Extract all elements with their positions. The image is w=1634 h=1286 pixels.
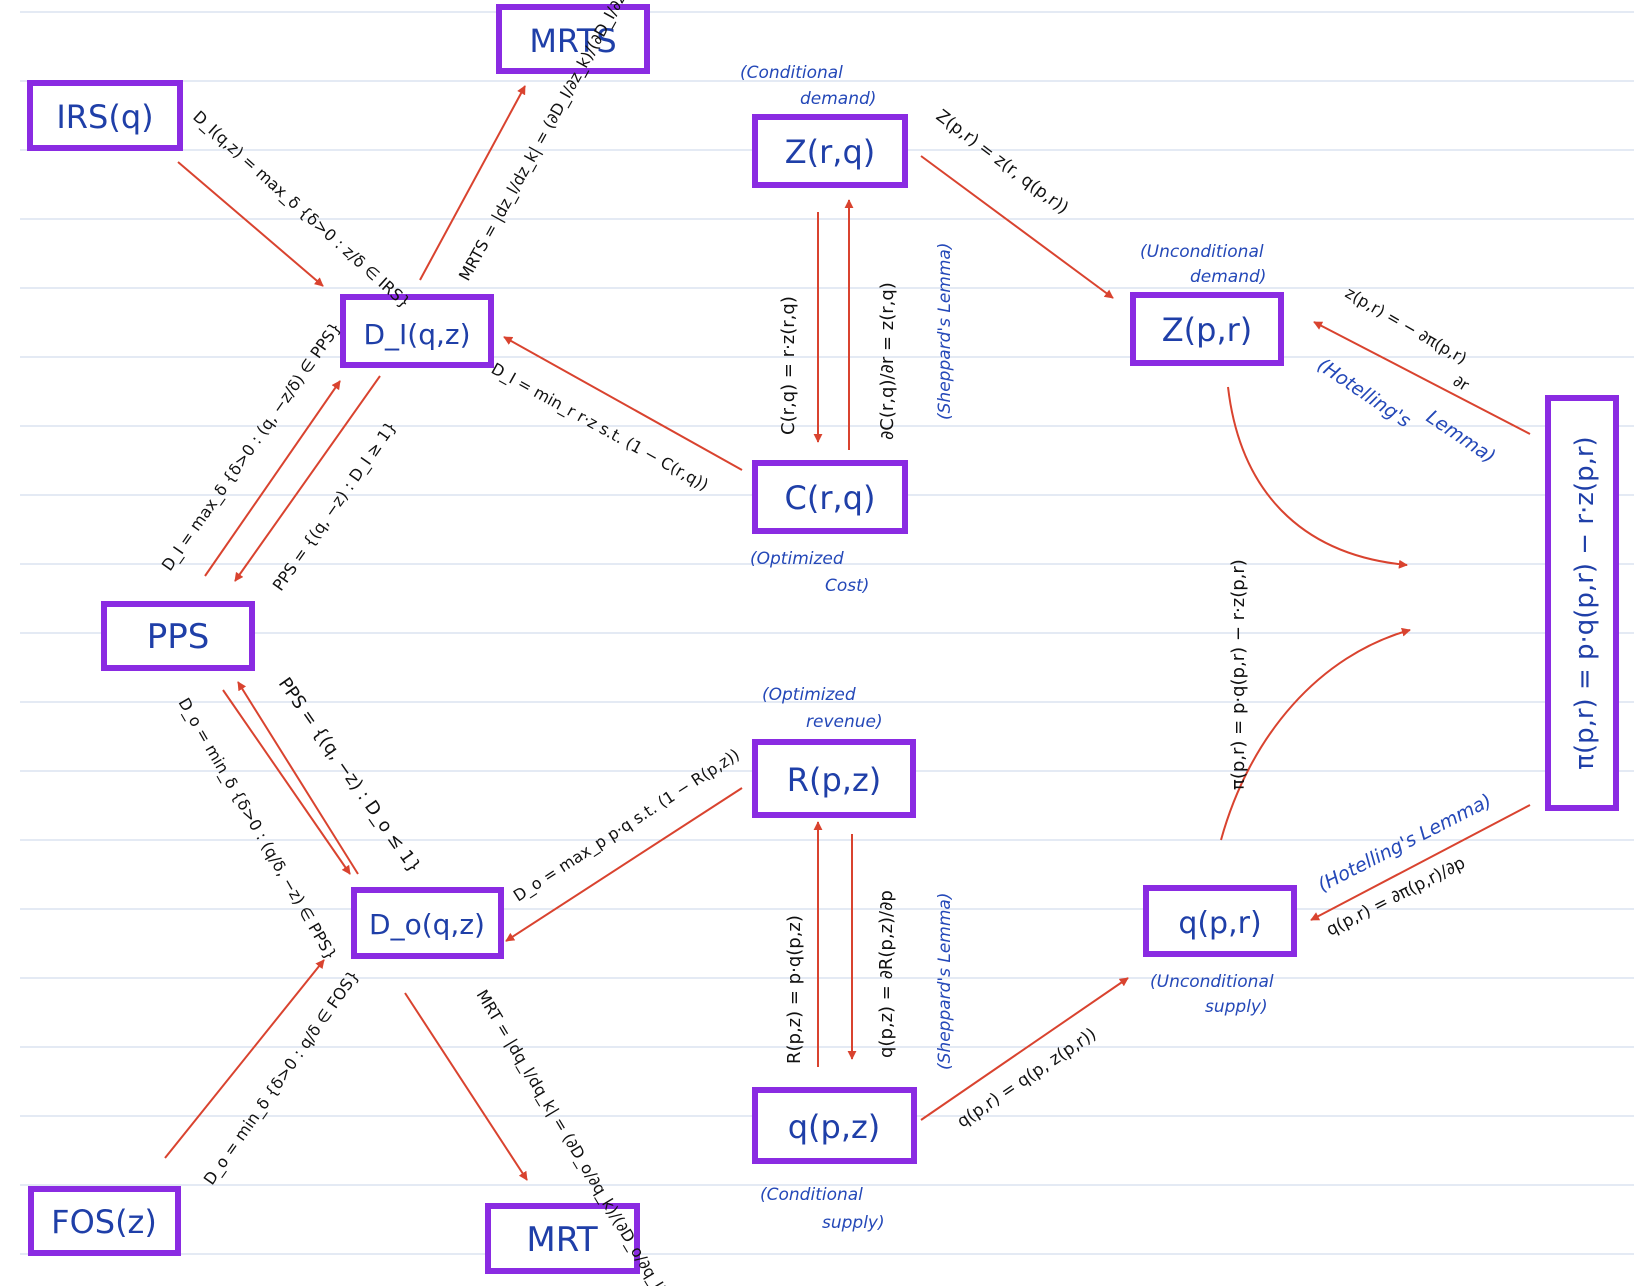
node-pi-label: π(p,r) = p·q(p,r) − r·z(p,r): [1570, 436, 1600, 769]
node-di-label: D_I(q,z): [363, 318, 470, 351]
annotation-zrq-2: demand): [800, 89, 876, 109]
edge-label-pi-zpr-2: ∂r: [1450, 371, 1473, 395]
arrow-pps-to-do: [222, 689, 351, 875]
node-qpr-label: q(p,r): [1178, 906, 1261, 941]
annotation-hotelling-upper-2: Lemma): [1422, 406, 1499, 468]
node-pps-box[interactable]: [101, 601, 255, 671]
node-do-label: D_o(q,z): [369, 908, 485, 941]
node-zrq-label: Z(r,q): [785, 133, 876, 171]
arrow-zrq-to-zpr: [920, 155, 1114, 299]
annotation-crq-1: (Optimized: [750, 549, 844, 569]
arrow-pi-to-qpr: [1310, 804, 1531, 921]
node-zpr-box[interactable]: [1130, 292, 1284, 366]
arrow-do-to-pps: [237, 681, 359, 875]
annotation-qpz-2: supply): [822, 1213, 885, 1233]
arrow-do-to-mrt: [404, 992, 528, 1181]
edge-label-rpz-do: D_o = max_p p·q s.t. (1 − R(p,z)): [510, 745, 744, 906]
arrow-zpr-to-pi-curve: [1227, 386, 1408, 569]
arrow-pi-to-zpr: [1313, 321, 1531, 435]
node-qpz-box[interactable]: [752, 1087, 917, 1164]
edge-label-pi-zpr-1: z(p,r) = − ∂π(p,r): [1342, 283, 1470, 368]
annotation-qpr-2: supply): [1205, 997, 1268, 1017]
edge-label-fos-do: D_o = min_δ {δ>0 : q/δ ∈ FOS}: [200, 967, 364, 1189]
arrow-di-to-mrts: [419, 85, 526, 281]
annotation-zrq-1: (Conditional: [740, 63, 843, 83]
edge-label-qpz-rpz: R(p,z) = p·q(p,z): [784, 915, 805, 1064]
arrow-qpz-to-qpr: [920, 977, 1129, 1121]
node-rpz-label: R(p,z): [787, 761, 881, 799]
arrow-di-to-pps: [234, 375, 381, 582]
node-crq-box[interactable]: [752, 460, 908, 534]
node-pi-box[interactable]: [1545, 395, 1619, 811]
node-zrq-box[interactable]: [752, 114, 908, 188]
node-zpr-label: Z(p,r): [1162, 311, 1253, 349]
ruled-lines: [20, 11, 1634, 1255]
annotation-rpz-2: revenue): [806, 712, 883, 732]
annotation-crq-2: Cost): [825, 576, 869, 596]
node-rpz-box[interactable]: [752, 739, 916, 818]
arrow-irs-to-di: [177, 161, 324, 287]
arrow-pps-to-di: [204, 380, 341, 577]
annotation-zpr-2: demand): [1190, 267, 1266, 287]
node-qpz-label: q(p,z): [788, 1108, 881, 1146]
node-mrts-box[interactable]: [496, 4, 650, 74]
annotation-qpr-1: (Unconditional: [1150, 972, 1274, 992]
edge-label-rpz-qpz: q(p,z) = ∂R(p,z)/∂p: [876, 890, 897, 1058]
annotation-qpz-1: (Conditional: [760, 1185, 863, 1205]
node-crq-label: C(r,q): [785, 479, 876, 517]
annotation-shephard-lower: (Sheppard's Lemma): [935, 893, 955, 1070]
edge-label-irs-di: D_I(q,z) = max_δ {δ>0 : z/δ ∈ IRS}: [189, 107, 415, 313]
arrow-fos-to-do: [164, 959, 325, 1159]
node-mrts-label: MRTS: [529, 22, 616, 60]
node-di-box[interactable]: [340, 294, 494, 368]
arrow-crq-to-di: [503, 336, 743, 471]
arrow-qpr-to-pi-curve: [1220, 627, 1411, 841]
edge-label-pi-vertical: π(p,r) = p·q(p,r) − r·z(p,r): [1228, 559, 1249, 790]
node-mrt-box[interactable]: [485, 1203, 640, 1274]
annotation-rpz-1: (Optimized: [762, 685, 856, 705]
annotation-zpr-1: (Unconditional: [1140, 242, 1264, 262]
edge-label-zrq-crq: C(r,q) = r·z(r,q): [778, 296, 799, 435]
node-qpr-box[interactable]: [1143, 885, 1297, 957]
arrow-rpz-to-do: [505, 787, 743, 942]
node-fos-label: FOS(z): [51, 1203, 157, 1241]
edge-label-crq-di: D_I = min_r r·z s.t. (1 − C(r,q)): [488, 359, 712, 495]
annotation-shephard-upper: (Sheppard's Lemma): [935, 243, 955, 420]
node-irs-label: IRS(q): [56, 98, 153, 136]
node-fos-box[interactable]: [28, 1186, 181, 1256]
node-pps-label: PPS: [147, 617, 210, 657]
edge-label-crq-zrq: ∂C(r,q)/∂r = z(r,q): [877, 282, 898, 440]
node-do-box[interactable]: [351, 887, 504, 959]
edge-label-zrq-zpr: Z(p,r) = z(r, q(p,r)): [932, 106, 1072, 218]
node-mrt-label: MRT: [526, 1220, 597, 1260]
node-irs-box[interactable]: [27, 80, 183, 151]
